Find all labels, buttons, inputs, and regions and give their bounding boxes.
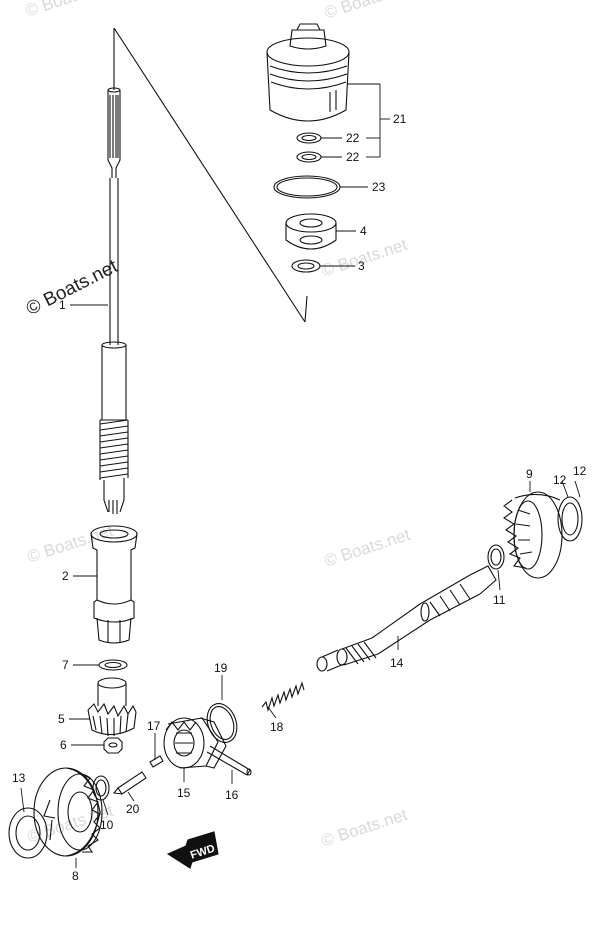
part-12-shim [557, 496, 583, 542]
part-18-spring [261, 681, 305, 712]
callout-14: 14 [390, 656, 404, 670]
callout-16: 16 [225, 788, 239, 802]
part-13-shim [8, 807, 48, 859]
callout-10: 10 [100, 818, 114, 832]
part-16-rod [206, 745, 252, 776]
callout-labels: 1 2 7 5 6 13 8 10 20 17 15 16 19 18 14 1… [12, 112, 587, 883]
inset-outline [113, 27, 308, 323]
fwd-direction-arrow [166, 831, 219, 869]
part-19-spring-clip [206, 703, 238, 743]
callout-6: 6 [60, 738, 67, 752]
part-1-drive-shaft [99, 28, 129, 514]
part-21-housing [266, 23, 350, 122]
part-15-clutch-dog [163, 717, 227, 769]
part-6-nut [103, 737, 123, 754]
leader-lines [20, 83, 581, 868]
callout-4: 4 [360, 224, 367, 238]
part-22-ring-upper [296, 132, 322, 144]
part-22-ring-lower [296, 151, 322, 163]
part-3-shim [291, 259, 321, 273]
callout-12a: 12 [553, 473, 567, 487]
callout-2: 2 [62, 569, 69, 583]
callout-17: 17 [147, 719, 161, 733]
callout-12b: 12 [573, 464, 587, 478]
callout-22-lower: 22 [346, 150, 360, 164]
callout-1: 1 [59, 298, 66, 312]
part-5-pinion-gear [87, 677, 137, 737]
part-9-forward-gear [503, 491, 563, 579]
part-8-reverse-gear [33, 767, 103, 857]
callout-5: 5 [58, 712, 65, 726]
callout-23: 23 [372, 180, 386, 194]
callout-13: 13 [12, 771, 26, 785]
part-20-pin [112, 771, 147, 795]
part-17-pin [149, 755, 164, 768]
part-11-washer [487, 544, 505, 570]
part-2-sleeve [90, 525, 138, 644]
callout-3: 3 [358, 259, 365, 273]
part-7-washer [98, 659, 128, 671]
part-14-propeller-shaft [316, 565, 497, 672]
callout-15: 15 [177, 786, 191, 800]
callout-7: 7 [62, 658, 69, 672]
callout-18: 18 [270, 720, 284, 734]
callout-20: 20 [126, 802, 140, 816]
part-10-washer [92, 775, 110, 801]
part-23-o-ring [273, 175, 341, 199]
callout-22-upper: 22 [346, 131, 360, 145]
callout-21: 21 [393, 112, 407, 126]
callout-8: 8 [72, 869, 79, 883]
callout-9: 9 [526, 467, 533, 481]
callout-19: 19 [214, 661, 228, 675]
callout-11: 11 [493, 593, 506, 607]
part-4-bearing [285, 213, 337, 250]
